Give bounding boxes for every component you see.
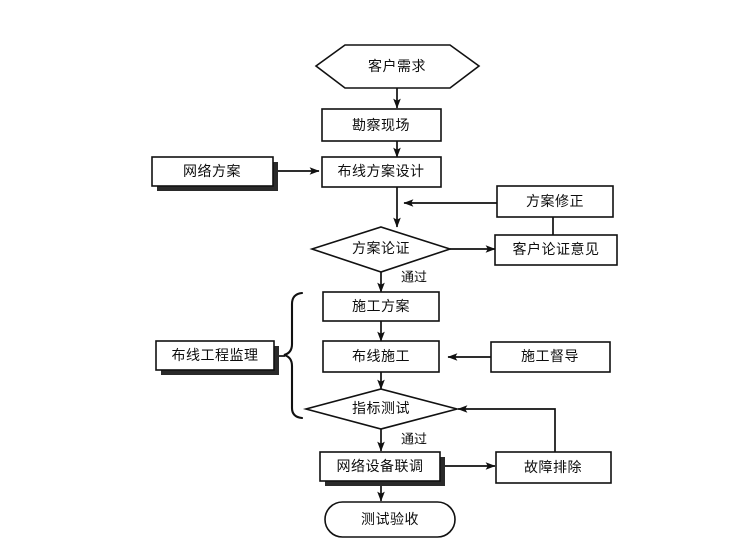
plan-revision-box <box>496 185 614 218</box>
customer-review-opinion-label: 客户论证意见 <box>513 241 600 258</box>
node-test-acceptance[interactable]: 测试验收 <box>324 501 456 538</box>
node-metric-test[interactable]: 指标测试 <box>302 388 461 430</box>
node-network-plan[interactable]: 网络方案 <box>151 156 278 191</box>
node-cabling-plan-design[interactable]: 布线方案设计 <box>321 156 442 188</box>
node-construction-supervision[interactable]: 施工督导 <box>490 341 611 373</box>
connectors <box>276 88 557 502</box>
network-device-commissioning-box <box>319 451 441 482</box>
cabling-plan-design-label: 布线方案设计 <box>338 163 425 180</box>
node-customer-review-opinion[interactable]: 客户论证意见 <box>494 234 618 266</box>
node-construction-plan[interactable]: 施工方案 <box>322 291 440 322</box>
construction-supervision-box <box>490 341 611 373</box>
test-acceptance-label: 测试验收 <box>361 512 419 528</box>
cabling-plan-design-box <box>321 156 442 188</box>
customer-requirement-label: 客户需求 <box>368 58 426 75</box>
cabling-construction-label: 布线施工 <box>352 349 410 365</box>
network-plan-box <box>151 156 274 187</box>
metric-test-label: 指标测试 <box>352 401 410 417</box>
customer-requirement-hexagon <box>314 44 481 89</box>
test-acceptance-stadium <box>324 501 456 538</box>
node-fault-removal[interactable]: 故障排除 <box>495 451 612 484</box>
metric-test-diamond <box>302 388 461 430</box>
node-customer-requirement[interactable]: 客户需求 <box>314 44 481 89</box>
node-plan-revision[interactable]: 方案修正 <box>496 185 614 218</box>
network-device-commissioning-label: 网络设备联调 <box>337 458 424 475</box>
metric-test-pass-label: 通过 <box>401 433 427 448</box>
customer-review-opinion-box <box>494 234 618 266</box>
plan-review-pass-label: 通过 <box>401 271 427 286</box>
cabling-construction-box <box>322 340 440 373</box>
site-survey-label: 勘察现场 <box>352 117 410 134</box>
construction-plan-label: 施工方案 <box>352 298 410 315</box>
node-cabling-construction[interactable]: 布线施工 <box>322 340 440 373</box>
construction-supervision-label: 施工督导 <box>521 349 579 365</box>
fault-removal-box <box>495 451 612 484</box>
edge-fault-to-test <box>457 405 556 452</box>
node-cabling-project-supervision[interactable]: 布线工程监理 <box>155 340 279 375</box>
construction-plan-box <box>322 291 440 322</box>
node-site-survey[interactable]: 勘察现场 <box>321 108 442 142</box>
network-plan-label: 网络方案 <box>183 163 241 180</box>
plan-review-label: 方案论证 <box>352 240 410 257</box>
site-survey-box <box>321 108 442 142</box>
plan-revision-label: 方案修正 <box>526 193 584 210</box>
cabling-project-supervision-label: 布线工程监理 <box>172 348 259 364</box>
cabling-project-supervision-box <box>155 340 275 371</box>
node-network-device-commissioning[interactable]: 网络设备联调 <box>319 451 445 486</box>
supervision-brace <box>283 291 304 420</box>
plan-review-diamond <box>309 226 453 273</box>
fault-removal-label: 故障排除 <box>524 460 582 476</box>
node-plan-review[interactable]: 方案论证 <box>309 226 453 273</box>
